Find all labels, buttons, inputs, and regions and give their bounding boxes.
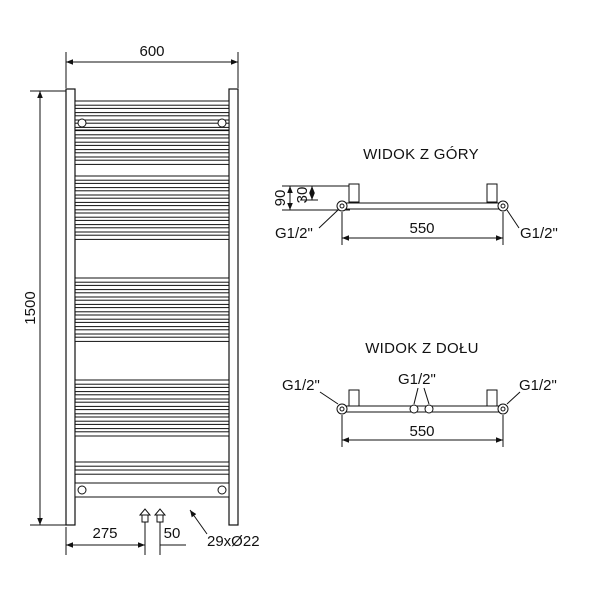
bottom-dimensions: 275 50 29xØ22 bbox=[65, 509, 260, 555]
width-dimension: 600 bbox=[65, 43, 239, 88]
tube bbox=[74, 100, 230, 106]
bottom-tube bbox=[341, 405, 505, 413]
tube bbox=[74, 115, 230, 121]
height-dimension: 1500 bbox=[22, 90, 66, 526]
tube bbox=[74, 234, 230, 240]
horizontal-tubes bbox=[74, 100, 230, 498]
top-connector-right-label: G1/2" bbox=[520, 225, 558, 242]
tube bbox=[74, 159, 230, 165]
tube bbox=[74, 314, 230, 320]
tube bbox=[74, 152, 230, 158]
top-depth-inner-label: 30 bbox=[294, 187, 311, 204]
tube bbox=[74, 227, 230, 233]
height-label: 1500 bbox=[22, 291, 39, 324]
tube bbox=[74, 469, 230, 475]
tube bbox=[74, 321, 230, 328]
connector-spacing-label: 50 bbox=[164, 525, 181, 542]
tube bbox=[74, 461, 230, 467]
tube bbox=[74, 197, 230, 203]
tube bbox=[74, 299, 230, 305]
tube bbox=[74, 336, 230, 342]
tube bbox=[74, 219, 230, 226]
bleed-valves bbox=[77, 118, 227, 495]
tube bbox=[74, 416, 230, 422]
tube bbox=[74, 144, 230, 151]
bottom-view: WIDOK Z DOŁU 550 G1/2" G1/2" G1/2" bbox=[282, 340, 557, 447]
tube bbox=[74, 182, 230, 189]
valve-bottom-left bbox=[77, 485, 87, 495]
top-tube bbox=[341, 202, 505, 210]
bottom-right-post bbox=[486, 389, 498, 409]
tube bbox=[74, 107, 230, 114]
tube bbox=[74, 190, 230, 196]
top-spacing-label: 550 bbox=[409, 220, 434, 237]
bottom-connector-left-label: G1/2" bbox=[282, 377, 320, 394]
bottom-connectors bbox=[138, 508, 167, 555]
tube bbox=[74, 205, 230, 211]
tube bbox=[74, 175, 230, 181]
tube bbox=[74, 423, 230, 430]
tube bbox=[74, 292, 230, 298]
top-right-post bbox=[486, 183, 498, 203]
left-post bbox=[65, 88, 76, 526]
valve-top-left bbox=[77, 118, 87, 128]
tube bbox=[74, 212, 230, 218]
bottom-connector-center-label: G1/2" bbox=[398, 371, 436, 388]
top-left-post bbox=[348, 183, 360, 203]
tube bbox=[74, 122, 230, 128]
tube bbox=[74, 409, 230, 415]
tube bbox=[74, 284, 230, 291]
tube bbox=[74, 329, 230, 335]
bottom-center-connector-left bbox=[409, 404, 419, 414]
tube bbox=[74, 379, 230, 385]
tube bbox=[74, 137, 230, 143]
top-depth-outer-label: 90 bbox=[272, 190, 289, 207]
front-view: 600 1500 bbox=[22, 43, 260, 555]
tube bbox=[74, 130, 230, 136]
valve-bottom-right bbox=[217, 485, 227, 495]
valve-top-right bbox=[217, 118, 227, 128]
tube bbox=[74, 401, 230, 407]
bottom-spacing-label: 550 bbox=[409, 423, 434, 440]
tube bbox=[74, 386, 230, 393]
left-offset-label: 275 bbox=[92, 525, 117, 542]
tube bbox=[74, 394, 230, 400]
bottom-left-post bbox=[348, 389, 360, 409]
tube bbox=[74, 277, 230, 283]
tube bbox=[74, 307, 230, 313]
bottom-center-connector-right bbox=[424, 404, 434, 414]
top-connector-left-label: G1/2" bbox=[275, 225, 313, 242]
right-post bbox=[228, 88, 239, 526]
tubes-label: 29xØ22 bbox=[207, 533, 260, 550]
width-label: 600 bbox=[139, 43, 164, 60]
bottom-connector-right-label: G1/2" bbox=[519, 377, 557, 394]
top-view-title: WIDOK Z GÓRY bbox=[363, 146, 479, 163]
bottom-view-title: WIDOK Z DOŁU bbox=[365, 340, 479, 357]
collector-tube bbox=[74, 482, 230, 498]
top-view: WIDOK Z GÓRY 90 30 550 G1/2" G1/2" bbox=[272, 146, 558, 245]
tube bbox=[74, 431, 230, 437]
